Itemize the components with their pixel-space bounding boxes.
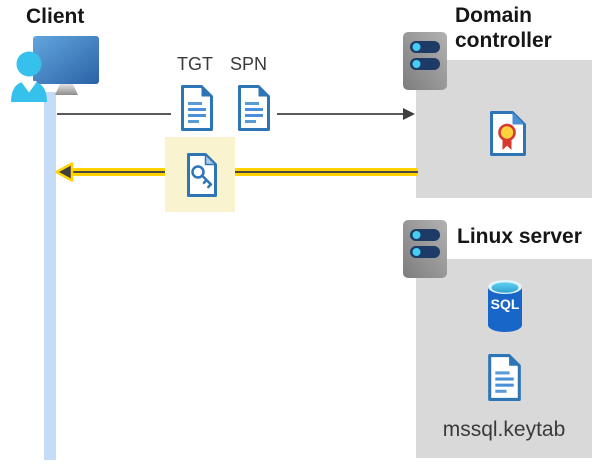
linux-server-label: Linux server [457,225,582,248]
response-arrow-line [68,168,418,176]
sql-badge-label: SQL [490,296,520,312]
tgt-document-icon [181,85,213,131]
request-arrowhead-icon [403,108,415,120]
domain-controller-label: Domain controller [455,4,552,53]
certificate-icon [490,111,526,156]
key-document-icon [187,153,217,197]
client-label: Client [26,5,85,28]
sql-database-icon [488,280,522,332]
client-monitor-user-icon [11,36,99,102]
domain-controller-server-icon [403,32,447,90]
spn-label: SPN [230,54,268,74]
keytab-document-icon [488,354,521,401]
spn-document-icon [238,85,270,131]
keytab-label: mssql.keytab [442,418,566,441]
client-lifeline [44,92,56,460]
tgt-label: TGT [177,54,213,74]
response-arrowhead-icon [55,162,74,182]
linux-server-icon [403,220,447,278]
